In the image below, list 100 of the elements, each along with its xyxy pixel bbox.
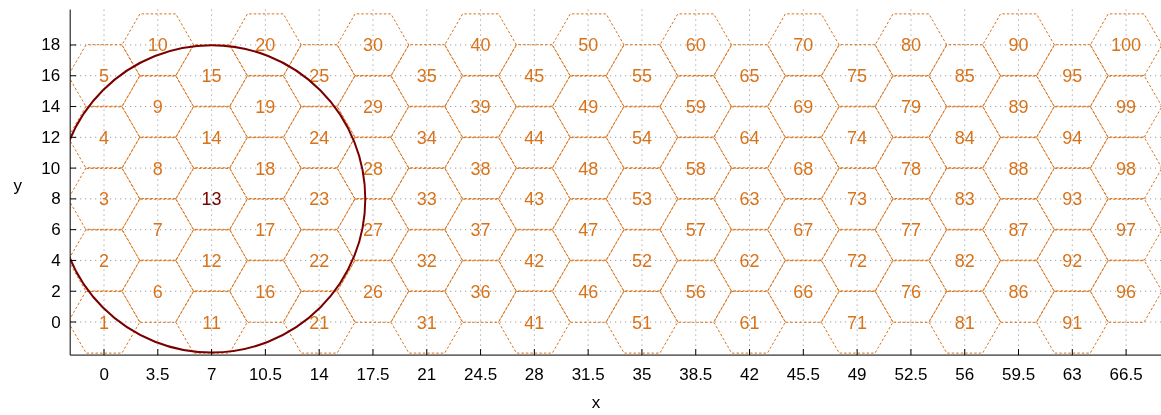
cell-number: 22 [309, 250, 330, 271]
cell-number: 2 [99, 250, 109, 271]
cell-number: 6 [152, 281, 163, 302]
cell-number: 53 [631, 189, 652, 210]
hexagon-cell [713, 228, 786, 293]
cell-number: 19 [255, 97, 276, 118]
cell-number: 41 [524, 312, 545, 333]
cell-number: 21 [309, 312, 330, 333]
cell-number: 94 [1062, 127, 1083, 148]
hexagon-cell [820, 228, 894, 293]
cell-number: 12 [201, 250, 222, 271]
cell-number: 52 [631, 250, 652, 271]
cell-number: 35 [416, 66, 437, 87]
hexagon-cell [551, 259, 625, 323]
tick-label: 7 [207, 365, 217, 383]
hexagon-cell [820, 105, 894, 169]
hexagon-cell [229, 136, 302, 200]
hexagon-cell [982, 136, 1055, 200]
hexagon-cell [551, 198, 625, 262]
hexagon-cell [928, 44, 1002, 108]
tick-label: 66.5 [1109, 365, 1143, 383]
cell-number: 27 [362, 220, 383, 241]
hexagon-cell [874, 74, 948, 139]
cell-number: 95 [1062, 66, 1083, 87]
cell-number: 37 [470, 220, 491, 241]
hexagon-cell [1089, 259, 1161, 323]
hexagon-cell [336, 13, 410, 77]
tick-label: 0 [99, 365, 109, 383]
cell-number: 65 [739, 66, 760, 87]
tick-label: 42 [740, 365, 759, 383]
hexagon-cell [605, 228, 679, 293]
cell-number: 45 [524, 66, 545, 87]
cell-number: 32 [416, 250, 437, 271]
hexagon-cell [982, 13, 1055, 77]
hexagon-cell [605, 105, 679, 169]
hexagon-cell [874, 13, 948, 77]
hexagon-cell [713, 167, 786, 231]
tick-label: 17.5 [356, 365, 390, 383]
tick-label: 10.5 [248, 365, 282, 383]
cell-number: 68 [793, 158, 814, 179]
cell-number: 40 [470, 35, 491, 56]
cell-number: 67 [793, 220, 814, 241]
hexagon-cell [928, 228, 1002, 293]
cell-number: 81 [954, 312, 975, 333]
cell-number: 61 [739, 312, 760, 333]
cell-number: 17 [255, 220, 276, 241]
cell-number: 70 [793, 35, 814, 56]
cell-number: 84 [954, 127, 975, 148]
hexagon-cell [175, 228, 248, 293]
tick-label: 21 [417, 365, 437, 383]
hexagon-cell [70, 167, 141, 231]
hexagon-cell [1089, 74, 1161, 139]
cell-number: 98 [1116, 158, 1137, 179]
hexagon-cell [498, 44, 571, 108]
hexagon-cell [928, 290, 1002, 354]
hexagon-cell [121, 198, 195, 262]
hexagon-cell [390, 105, 464, 169]
tick-label: 28 [524, 365, 544, 383]
hexagon-cell [175, 290, 248, 354]
hexagon-cell [713, 44, 786, 108]
cell-number: 96 [1116, 281, 1137, 302]
tick-label: 59.5 [1002, 365, 1036, 383]
hexagon-cell [70, 228, 141, 293]
hexagon-cell [1035, 228, 1109, 293]
hexagon-cell [121, 13, 195, 77]
cell-number: 15 [201, 66, 222, 87]
cell-number: 71 [847, 312, 868, 333]
cell-number: 18 [255, 158, 276, 179]
cell-number: 91 [1062, 312, 1083, 333]
cell-number: 16 [255, 281, 276, 302]
hexagon-cell [713, 105, 786, 169]
cell-number: 62 [739, 250, 760, 271]
hexagon-cell [551, 136, 625, 200]
cell-number: 54 [631, 127, 652, 148]
cell-number: 9 [152, 97, 163, 118]
hexagon-cell [444, 13, 517, 77]
hexagon-cell [282, 44, 356, 108]
cell-number: 14 [201, 127, 222, 148]
cell-number: 72 [847, 250, 868, 271]
hexagon-cell [874, 198, 948, 262]
hexagon-cell [336, 74, 410, 139]
cell-number: 93 [1062, 189, 1083, 210]
tick-label: 12 [41, 128, 61, 146]
cell-number: 60 [685, 35, 706, 56]
hexagon-cell [121, 74, 195, 139]
hexagon-cell [1089, 13, 1161, 77]
hexagon-cell [70, 290, 141, 354]
tick-label: 6 [51, 221, 61, 239]
hexagon-cell [766, 259, 840, 323]
cell-number: 78 [900, 158, 921, 179]
hexagon-cell [982, 74, 1055, 139]
cell-number: 7 [152, 220, 163, 241]
tick-label: 24.5 [464, 365, 498, 383]
hexagon-cell [390, 167, 464, 231]
tick-label: 49 [847, 365, 867, 383]
hexagon-cell [282, 290, 356, 354]
hexagon-cell [336, 259, 410, 323]
cell-number: 75 [847, 66, 868, 87]
tick-label: 45.5 [786, 365, 820, 383]
hexagon-cell [390, 44, 464, 108]
